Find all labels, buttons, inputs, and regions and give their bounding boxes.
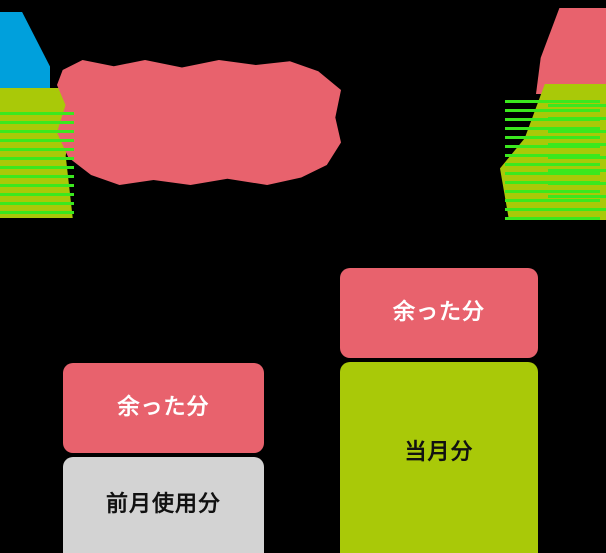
card-right-leftover-label: 余った分 [392, 300, 485, 325]
obscured-color-graphic [0, 0, 606, 230]
pink-blob-right [536, 8, 606, 94]
card-left-previous-month-label: 前月使用分 [105, 492, 221, 517]
blue-blob [0, 12, 50, 100]
right-column: 余った分 当月分 [340, 268, 538, 553]
pink-blob-center [57, 60, 341, 185]
card-left-leftover[interactable]: 余った分 [63, 363, 264, 453]
card-left-previous-month[interactable]: 前月使用分 [63, 457, 264, 553]
left-column: 余った分 前月使用分 [63, 363, 264, 553]
card-right-leftover[interactable]: 余った分 [340, 268, 538, 358]
card-left-leftover-label: 余った分 [117, 395, 210, 420]
card-right-current-month[interactable]: 当月分 [340, 362, 538, 553]
card-right-current-month-label: 当月分 [404, 440, 474, 465]
